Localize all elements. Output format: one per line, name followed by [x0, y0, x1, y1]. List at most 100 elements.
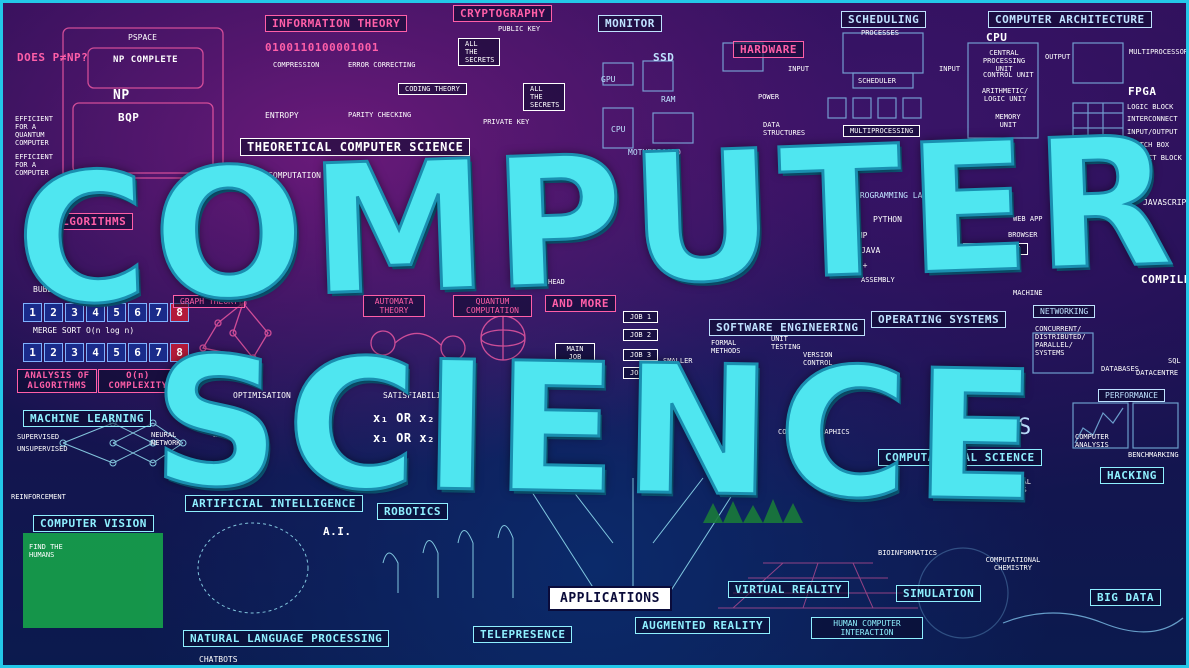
input-output-label: INPUT/OUTPUT [1127, 128, 1178, 136]
software-engineering-heading: SOFTWARE ENGINEERING [709, 319, 866, 336]
supervised-label: SUPERVISED [17, 433, 60, 441]
web-app-label: WEB APP [1013, 215, 1043, 223]
np-label: NP [113, 88, 130, 103]
arch-cpu-label: CPU [986, 31, 1008, 44]
efficient-computer-label: EFFICIENT FOR A COMPUTER [15, 153, 53, 177]
javascript-label: JAVASCRIPT [1143, 198, 1189, 207]
sort-cell: 4 [86, 303, 105, 322]
pspace-label: PSPACE [128, 33, 157, 42]
databases-label: DATABASES [1101, 365, 1139, 373]
merge-sort-label: MERGE SORT O(n log n) [33, 326, 135, 335]
computer-vision-heading: COMPUTER VISION [33, 515, 154, 532]
virtual-reality-heading: VIRTUAL REALITY [728, 581, 849, 598]
bqp-label: BQP [118, 111, 140, 124]
performance-label: PERFORMANCE [1098, 389, 1165, 402]
theoretical-cs-heading: THEORETICAL COMPUTER SCIENCE [240, 138, 471, 156]
computational-chemistry-label: COMPUTATIONAL CHEMISTRY [985, 556, 1041, 572]
benchmarking-label: BENCHMARKING [1128, 451, 1179, 459]
motherboard-label: MOTHERBOARD [628, 148, 681, 157]
browser-label: BROWSER [1008, 231, 1038, 239]
macos-label: macOS [963, 415, 1032, 440]
numerical-analysis-label: NUMERICAL ANALYSIS [993, 478, 1031, 494]
sort-cell: 1 [23, 303, 42, 322]
job3-label: JOB 3 [623, 349, 659, 361]
sort-cell: 5 [107, 303, 126, 322]
efficient-quantum-label: EFFICIENT FOR A QUANTUM COMPUTER [15, 115, 53, 147]
programming-languages-label: PROGRAMMING LANGUAGES [855, 191, 957, 200]
sort-cell: 4 [86, 343, 105, 362]
control-unit-label: CONTROL UNIT [983, 71, 1034, 79]
neural-network-label: NEURAL NETWORK [151, 431, 181, 447]
main-job-label: MAIN JOB [555, 343, 595, 363]
hardware-heading: HARDWARE [733, 41, 804, 58]
output-label: OUTPUT [1045, 53, 1071, 61]
ai-short-label: A.I. [323, 525, 352, 538]
data-structures-label: DATA STRUCTURES [763, 121, 806, 137]
compilers-label: COMPILERS [1141, 273, 1186, 286]
sort-cell: 6 [128, 303, 147, 322]
sort-cell: 3 [65, 303, 84, 322]
analysis-algorithms-label: ANALYSIS OF ALGORITHMS [17, 369, 97, 393]
switch-box-label: SWITCH BOX [1127, 141, 1170, 149]
head-label: HEAD [548, 278, 565, 286]
applications-heading: APPLICATIONS [548, 586, 672, 611]
telepresence-heading: TELEPRESENCE [473, 626, 573, 643]
algorithms-heading: ALGORITHMS [48, 213, 134, 230]
unsupervised-label: UNSUPERVISED [17, 445, 68, 453]
computational-science-heading: COMPUTATIONAL SCIENCE [878, 449, 1042, 466]
multiprocessing-label: MULTIPROCESSING [843, 125, 921, 137]
smaller-jobs-label: SMALLER JOBS [663, 357, 693, 373]
np-complete-label: NP COMPLETE [113, 55, 179, 65]
artificial-intelligence-heading: ARTIFICIAL INTELLIGENCE [185, 495, 363, 512]
machine-learning-heading: MACHINE LEARNING [23, 410, 151, 427]
chatbots-label: CHATBOTS [199, 655, 238, 664]
computer-graphics-label: COMPUTER GRAPHICS [778, 428, 850, 436]
cryptography-heading: CRYPTOGRAPHY [453, 5, 553, 22]
sort-cell: 2 [44, 343, 63, 362]
sort-cell: 7 [149, 343, 168, 362]
operating-systems-heading: OPERATING SYSTEMS [871, 311, 1007, 328]
gpu-label: GPU [601, 75, 616, 84]
job1-label: JOB 1 [623, 311, 659, 323]
php-label: PHP [853, 231, 868, 240]
sort-cell: 7 [149, 303, 168, 322]
input-label: INPUT [788, 65, 810, 73]
multiprocessor-label: MULTIPROCESSOR [1129, 48, 1189, 56]
sort-cell: 1 [23, 343, 42, 362]
amazon-warehouse-label: AMAZON WAREHOUSE [213, 423, 251, 439]
entropy-label: ENTROPY [265, 111, 299, 120]
merge-sort-cells: 1 2 3 4 5 6 7 8 [23, 343, 189, 362]
python-label: PYTHON [873, 215, 902, 224]
graph-theory-label: GRAPH THEORY [173, 295, 245, 308]
complexity-label: O(n) COMPLEXITY [98, 369, 178, 393]
ssd-label: SSD [653, 51, 675, 64]
parity-checking-label: PARITY CHECKING [348, 111, 412, 119]
datacentre-label: DATACENTRE [1136, 369, 1179, 377]
satisfiability-label: SATISFIABILITY [383, 391, 451, 400]
public-key-label: PUBLIC KEY [498, 25, 541, 33]
title-computer: COMPUTER [12, 96, 1184, 346]
cpu-label: CPU [611, 125, 626, 134]
sql-label: SQL [1168, 357, 1181, 365]
concurrent-systems-label: CONCURRENT/ DISTRIBUTED/ PARALLEL/ SYSTE… [1035, 325, 1086, 357]
bioinformatics-label: BIOINFORMATICS [878, 549, 938, 557]
memory-unit-label: MEMORY UNIT [995, 113, 1021, 129]
formal-methods-label: FORMAL METHODS [711, 339, 741, 355]
secrets-label-1: ALL THE SECRETS [458, 38, 500, 66]
and-more-label: AND MORE [545, 295, 616, 312]
computer-architecture-heading: COMPUTER ARCHITECTURE [988, 11, 1152, 28]
boolean-expression-2: x₁ OR x₂ OR [373, 431, 458, 445]
reinforcement-label: REINFORCEMENT [11, 493, 66, 501]
hacking-heading: HACKING [1100, 467, 1164, 484]
p-np-question: DOES P≠NP? [17, 51, 89, 64]
secrets-label-2: ALL THE SECRETS [523, 83, 565, 111]
compression-label: COMPRESSION [273, 61, 320, 69]
sort-cell: 8 [170, 343, 189, 362]
robotics-heading: ROBOTICS [377, 503, 448, 520]
alu-label: ARITHMETIC/ LOGIC UNIT [981, 87, 1029, 103]
unit-testing-label: UNIT TESTING [771, 335, 801, 351]
monitor-label: MONITOR [598, 15, 662, 32]
boolean-expression-1: x₁ OR x₂ OR [373, 411, 458, 425]
computer-analysis-label: COMPUTER ANALYSIS [1075, 433, 1109, 449]
